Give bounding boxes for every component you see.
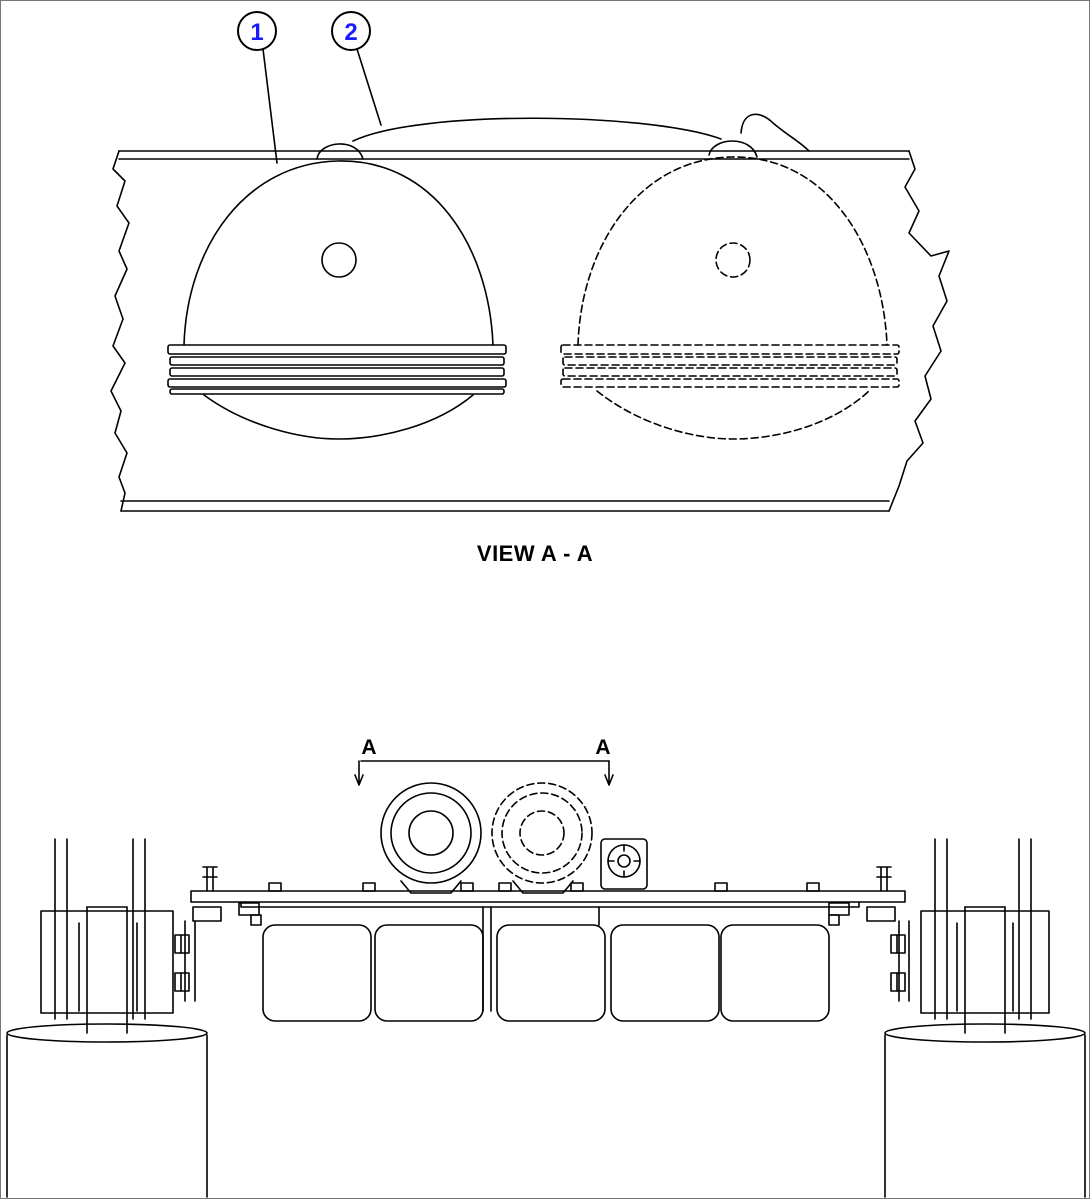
right-bracket: [828, 902, 910, 1002]
horn-1-bolt: [321, 242, 357, 278]
stud-left: [202, 866, 218, 892]
horn-2-face: [491, 782, 593, 884]
section-arrow-left: [354, 760, 364, 786]
break-line-right: [888, 150, 950, 512]
stud-right: [876, 866, 892, 892]
horn-1-face: [380, 782, 482, 894]
section-letter-left: A: [361, 736, 376, 759]
plate-underside: [240, 901, 860, 908]
callout-2-label: 2: [344, 19, 357, 46]
section-letter-right: A: [595, 736, 610, 759]
horn-2: [560, 156, 900, 440]
plate-bolts: [268, 882, 820, 892]
horn-2-bands: [560, 344, 900, 388]
left-drum: [6, 1023, 208, 1198]
assembly-view: [6, 760, 1086, 1198]
left-bracket: [174, 902, 262, 1002]
right-post: [920, 838, 1050, 1034]
horn-wire-lead: [740, 113, 810, 152]
horn-2-mount: [512, 880, 574, 894]
leader-line-2: [356, 48, 382, 126]
horn-2-bell: [596, 390, 870, 440]
horn-2-bolt: [715, 242, 751, 278]
horn-2-dome: [577, 156, 888, 346]
break-line-left: [110, 150, 130, 512]
horn-2-cap: [708, 140, 758, 158]
horn-1-bands: [167, 344, 507, 395]
horn-1-dome: [183, 160, 494, 346]
section-arrow-right: [604, 760, 614, 786]
battery-pack: [262, 906, 830, 1022]
callout-2: 2: [331, 11, 371, 51]
horn-1-cap: [316, 143, 364, 160]
frame-bottom-rail: [120, 500, 890, 512]
frame-top-rail: [118, 150, 910, 160]
mounting-plate: [190, 890, 906, 903]
relay-box: [600, 838, 648, 890]
horn-1: [167, 143, 507, 440]
right-drum: [884, 1023, 1086, 1198]
view-title: VIEW A - A: [477, 541, 593, 566]
horn-1-bell: [203, 394, 474, 440]
callout-1-label: 1: [250, 19, 263, 46]
callout-1: 1: [237, 11, 277, 51]
left-post: [40, 838, 174, 1034]
view-a-a: [110, 48, 950, 512]
leader-line-1: [262, 48, 278, 164]
horn-wire: [352, 117, 722, 142]
